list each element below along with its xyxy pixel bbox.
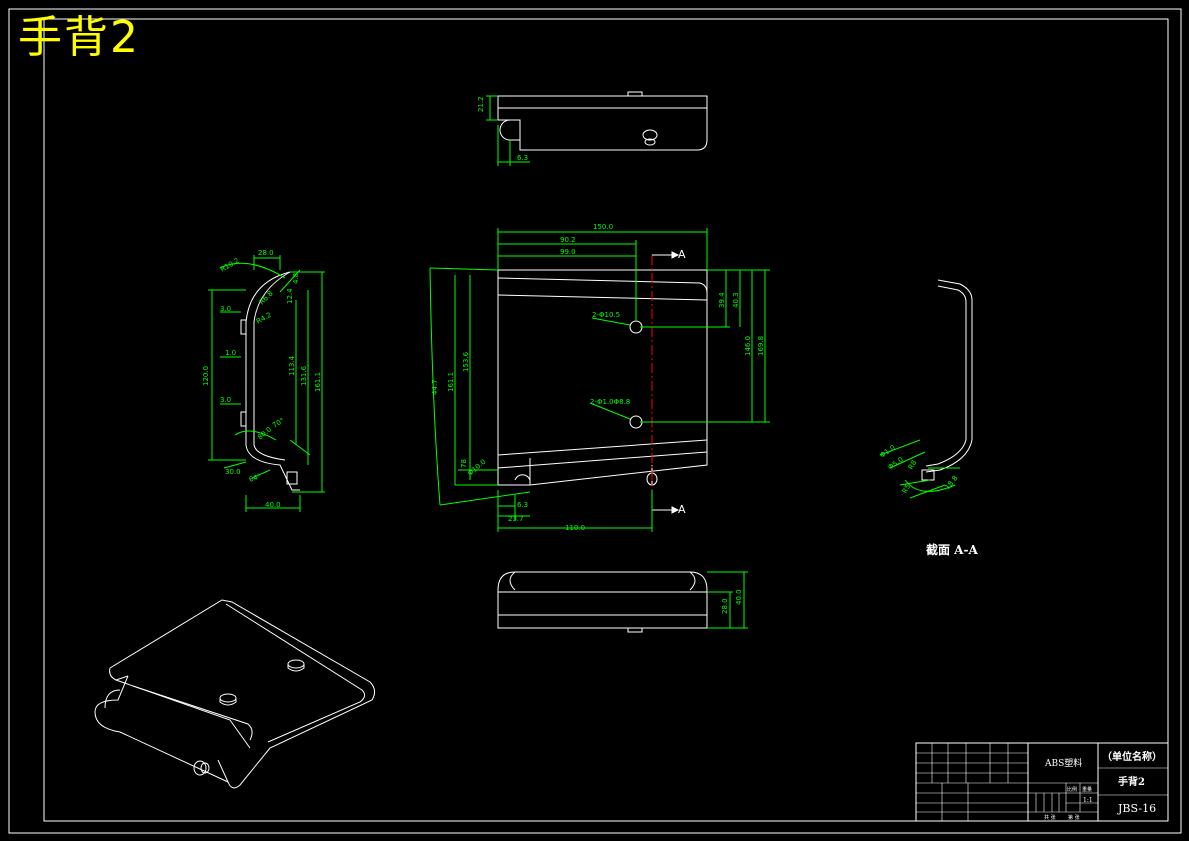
- dim-front-angle: 78: [460, 459, 468, 468]
- side-dim-7: 131.6: [300, 365, 308, 386]
- dim-front-v5: 153.6: [462, 351, 470, 372]
- section-view: Φ1.0 Φ5.0 R5 R8 18.8: [879, 279, 973, 499]
- hole-note-1: 2-Φ10.5: [592, 311, 620, 319]
- side-dim-16: 80.0: [256, 425, 273, 441]
- bottom-view: 40.0 28.0: [497, 571, 748, 633]
- side-dim-6: 113.4: [288, 355, 296, 376]
- side-dim-15: 4.8: [292, 273, 300, 284]
- side-dim-10: 30.0: [225, 468, 241, 476]
- outer-border: [8, 8, 1182, 834]
- top-view: 21.2 6.3: [477, 91, 708, 166]
- title-block-drawing-no: JBS-16: [1117, 802, 1156, 815]
- dim-front-dia: Φ10.0: [466, 458, 487, 478]
- bottom-dim-1: 40.0: [735, 589, 743, 605]
- title-block-sheets-total: 共 张: [1044, 814, 1056, 821]
- dim-front-v6: 161.1: [447, 372, 455, 392]
- side-dim-3: 1.0: [225, 349, 236, 357]
- dim-top-height: 21.2: [477, 96, 485, 112]
- hole-note-2: 2-Φ1.0Φ8.8: [590, 398, 630, 406]
- title-block-scale-value: 1:1: [1083, 797, 1093, 804]
- inner-border: [43, 18, 1169, 822]
- side-dim-13: R4.2: [255, 311, 273, 326]
- drawing-title: 手背2: [18, 12, 140, 63]
- dim-front-width: 150.0: [593, 223, 613, 231]
- dim-front-v2: 40.3: [732, 292, 740, 308]
- title-block-material: ABS塑料: [1044, 757, 1082, 769]
- side-dim-5: 120.0: [202, 366, 210, 386]
- isometric-view: [94, 599, 376, 789]
- dim-front-w2: 90.2: [560, 236, 576, 244]
- section-view-label: 截面 A-A: [926, 543, 978, 557]
- side-dim-17: 70°: [271, 417, 286, 430]
- title-block: ABS塑料 （单位名称） 手背2 JBS-16 比例 重量 1:1 共 张 第 …: [915, 742, 1169, 822]
- section-dim-1: Φ1.0: [879, 444, 897, 460]
- side-dim-8: 161.1: [314, 372, 322, 392]
- title-block-company: （单位名称）: [1102, 750, 1162, 763]
- side-dim-9: 40.0: [265, 501, 281, 509]
- dim-front-small2: 23.7: [508, 515, 524, 523]
- dim-front-v7: 44.7: [431, 379, 439, 395]
- side-dim-1: 28.0: [258, 249, 274, 257]
- title-block-weight-label: 重量: [1082, 786, 1092, 793]
- side-dim-2: 3.0: [220, 305, 231, 313]
- section-dim-4: R8: [907, 459, 919, 471]
- section-mark-bottom: A: [678, 503, 686, 516]
- section-dim-3: R5: [901, 483, 913, 495]
- section-mark-top: A: [678, 248, 686, 261]
- dim-front-v1: 39.4: [718, 292, 726, 308]
- bottom-dim-2: 28.0: [721, 598, 729, 614]
- side-view: 28.0 3.0 1.0 3.0 120.0 113.4 131.6 161.1…: [202, 249, 325, 512]
- title-block-sheet-no: 第 张: [1068, 814, 1080, 821]
- dim-front-w3: 99.0: [560, 248, 576, 256]
- dim-top-offset: 6.3: [517, 154, 528, 162]
- dim-front-small: 6.3: [517, 501, 528, 509]
- front-view: A A: [429, 223, 770, 532]
- side-dim-12: R6.8: [258, 289, 275, 306]
- side-dim-14: 12.4: [286, 288, 294, 304]
- title-block-scale-label: 比例: [1067, 786, 1077, 793]
- dim-front-v4: 169.8: [757, 336, 765, 356]
- section-dim-2: Φ5.0: [887, 456, 905, 472]
- side-dim-11: R10.2: [219, 257, 241, 274]
- section-dim-5: 18.8: [943, 474, 959, 491]
- dim-front-v3: 146.0: [744, 336, 752, 356]
- side-dim-4: 3.0: [220, 396, 231, 404]
- side-dim-18: 64°: [248, 472, 262, 484]
- dim-front-bottom: 110.0: [565, 524, 585, 532]
- title-block-part-name: 手背2: [1118, 775, 1145, 788]
